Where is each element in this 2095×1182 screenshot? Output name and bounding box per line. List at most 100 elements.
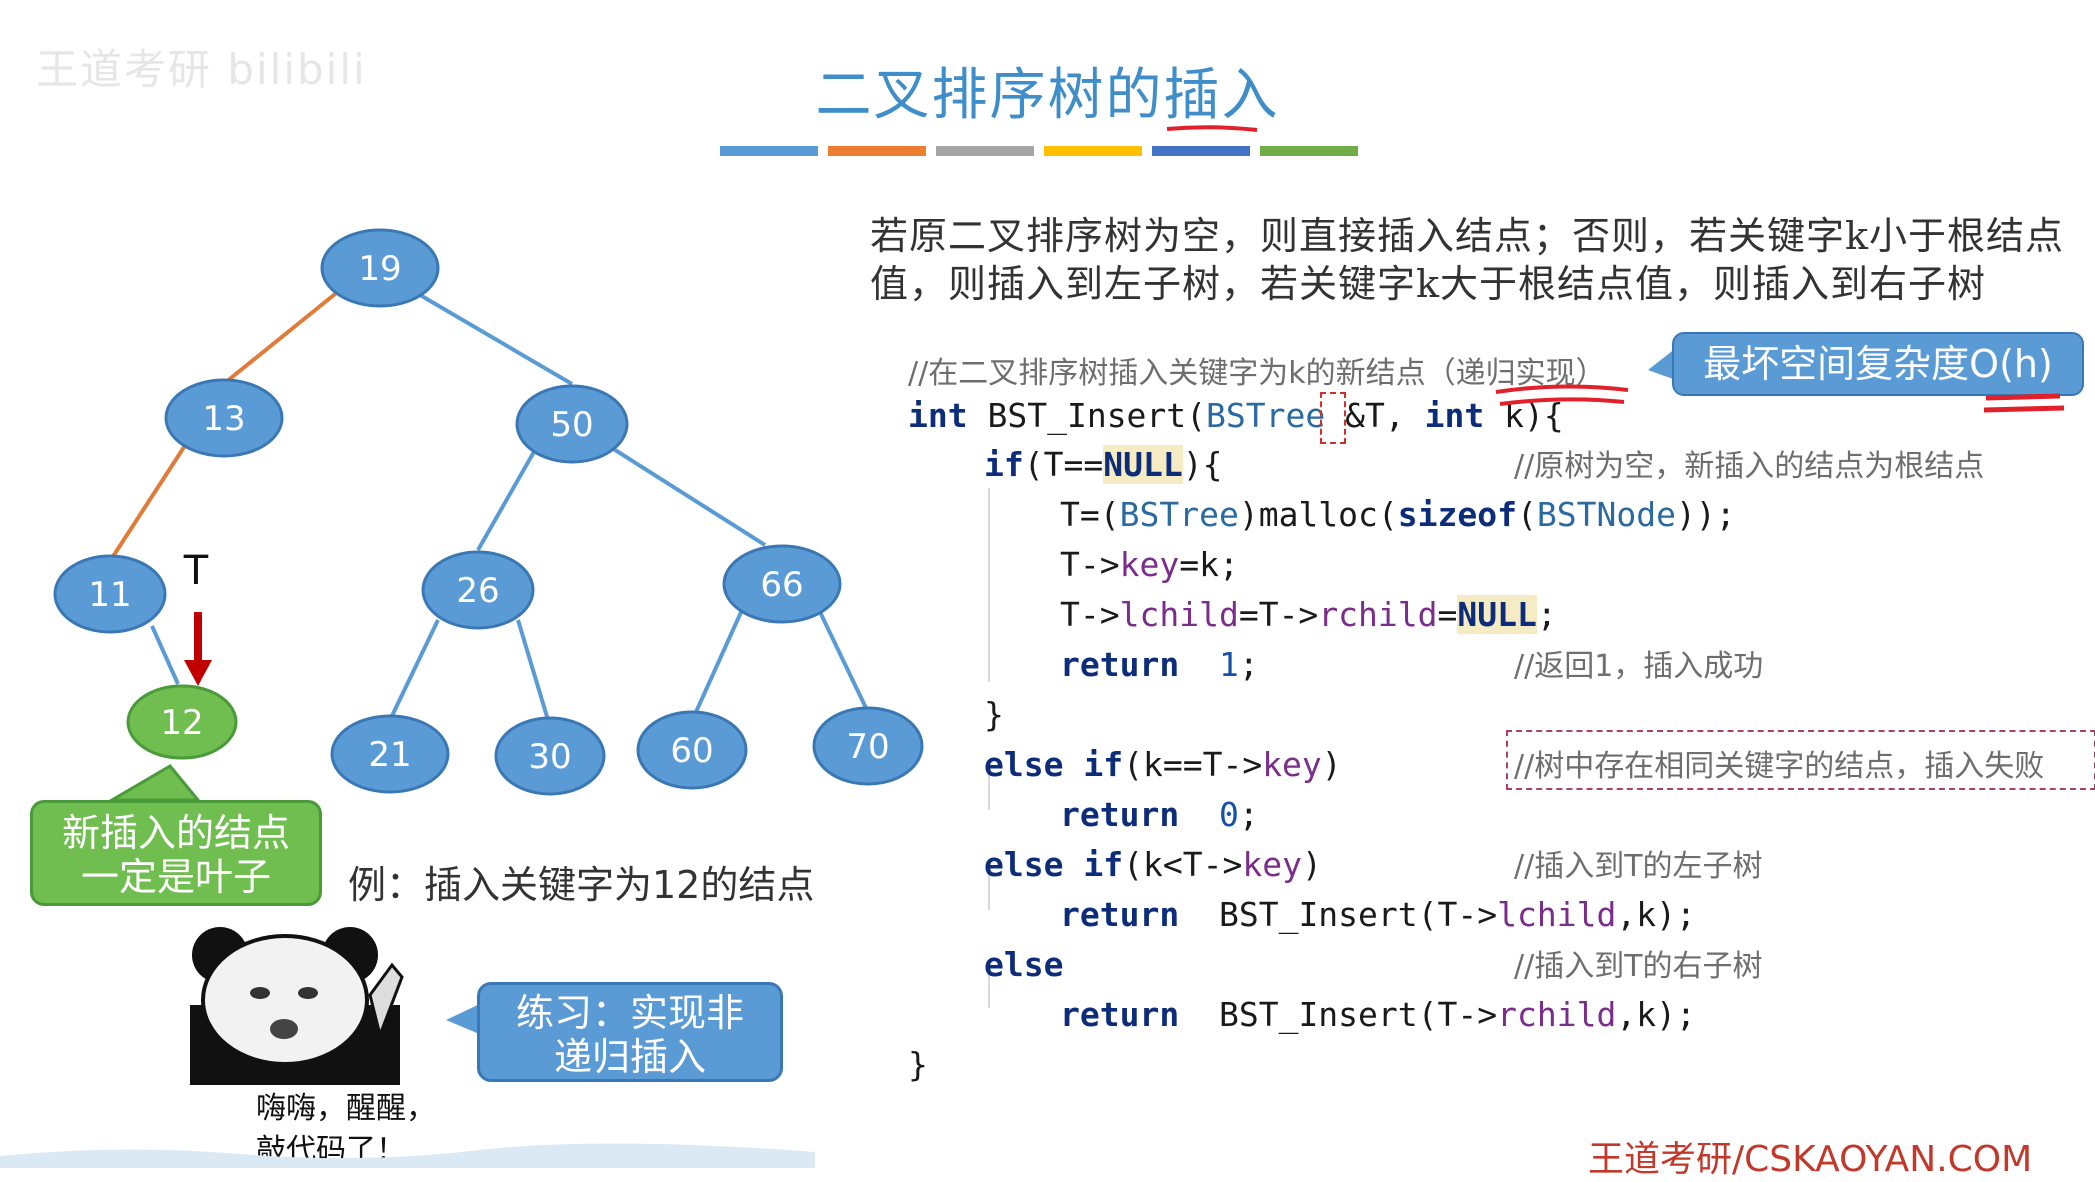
code-type: BSTree xyxy=(1206,396,1326,435)
indent-guide xyxy=(988,862,990,910)
bst-diagram: 19 13 50 11 26 66 12 21 30 60 70 T xyxy=(53,228,924,802)
tree-node xyxy=(320,228,440,308)
code-token: } xyxy=(984,695,1004,734)
example-caption: 例：插入关键字为12的结点 xyxy=(348,863,815,907)
code-keyword: else xyxy=(984,845,1064,884)
indent-guide xyxy=(988,762,990,810)
code-comment: //树中存在相同关键字的结点，插入失败 xyxy=(1514,749,2045,784)
tree-node-label: 70 xyxy=(846,727,889,767)
code-keyword: return xyxy=(1060,895,1180,934)
tree-node xyxy=(164,378,284,458)
code-line: //插入到T的右子树 xyxy=(1514,945,1763,985)
complexity-underline-annotation xyxy=(1983,393,2065,413)
code-field: key xyxy=(1242,845,1302,884)
meme-caption-line: 嗨嗨，醒醒， xyxy=(256,1091,436,1126)
code-field: key xyxy=(1262,745,1322,784)
code-line: return BST_Insert(T->rchild,k); xyxy=(1060,995,1696,1035)
bilibili-watermark: 王道考研 bilibili xyxy=(36,45,367,94)
code-keyword: return xyxy=(1060,795,1180,834)
code-comment: //插入到T的左子树 xyxy=(1514,849,1763,884)
indent-guide xyxy=(988,488,990,682)
tree-node xyxy=(330,714,450,794)
code-number: 0 xyxy=(1218,795,1239,834)
code-line: //在二叉排序树插入关键字为k的新结点（递归实现） xyxy=(908,352,1606,392)
bottom-decoration xyxy=(0,1143,815,1168)
callout-line: 练习：实现非 xyxy=(515,991,744,1035)
code-comment: //插入到T的右子树 xyxy=(1514,949,1763,984)
code-keyword: return xyxy=(1060,645,1180,684)
tree-node-label: 66 xyxy=(760,565,803,605)
code-line: if(T==NULL){ xyxy=(984,445,1222,485)
code-line: //插入到T的左子树 xyxy=(1514,845,1763,885)
new-tree-node xyxy=(126,684,238,760)
tree-node-label: 30 xyxy=(528,737,571,777)
code-line: //返回1，插入成功 xyxy=(1514,645,1763,685)
code-keyword: else xyxy=(984,945,1064,984)
code-number: 1 xyxy=(1218,645,1239,684)
code-token: ; xyxy=(1238,645,1259,684)
code-keyword: sizeof xyxy=(1397,495,1517,534)
tree-edge xyxy=(150,625,180,685)
pointer-label: T xyxy=(183,548,209,594)
accent-bar xyxy=(1260,146,1358,156)
code-field: key xyxy=(1119,545,1180,584)
tree-node xyxy=(722,544,842,624)
code-token: (T== xyxy=(1023,445,1104,484)
code-token: (k<T-> xyxy=(1123,845,1243,884)
code-token: ){ xyxy=(1182,445,1223,484)
code-keyword: if xyxy=(1083,745,1124,784)
code-keyword: NULL xyxy=(1457,595,1537,634)
tree-edge xyxy=(516,619,550,721)
code-keyword: int xyxy=(1424,396,1485,435)
code-type: BSTNode xyxy=(1536,495,1676,534)
tree-node xyxy=(494,716,606,796)
code-field: rchild xyxy=(1497,995,1617,1034)
tree-node xyxy=(515,384,629,464)
tree-edge xyxy=(818,611,868,709)
code-line: else if(k==T->key) xyxy=(984,745,1342,785)
code-line: return 0; xyxy=(1060,795,1259,835)
code-token: =T-> xyxy=(1238,595,1319,634)
code-line: else if(k<T->key) xyxy=(984,845,1322,885)
code-keyword: if xyxy=(1083,845,1124,884)
site-footer: 王道考研/CSKAOYAN.COM xyxy=(1588,1139,2033,1180)
tree-node xyxy=(812,706,924,786)
code-token: BST_Insert(T-> xyxy=(1218,995,1498,1034)
code-line: } xyxy=(908,1045,928,1085)
title-underline-annotation xyxy=(1166,125,1258,132)
code-token: ,k); xyxy=(1616,995,1696,1034)
code-line: return BST_Insert(T->lchild,k); xyxy=(1060,895,1696,935)
code-line: int BST_Insert(BSTree &T, int k){ xyxy=(908,396,1564,435)
code-keyword: NULL xyxy=(1103,445,1183,484)
code-line: T->lchild=T->rchild=NULL; xyxy=(1060,595,1557,635)
code-line: return 1; xyxy=(1060,645,1259,685)
accent-bar xyxy=(720,146,818,156)
tree-node-label: 19 xyxy=(358,249,401,289)
code-token: } xyxy=(908,1045,928,1084)
accent-bars xyxy=(720,146,1358,156)
code-keyword: if xyxy=(984,445,1024,484)
code-line: //原树为空，新插入的结点为根结点 xyxy=(1514,445,1984,485)
accent-bar xyxy=(828,146,926,156)
code-comment: //原树为空，新插入的结点为根结点 xyxy=(1514,449,1985,484)
code-line: else xyxy=(984,945,1063,985)
panda-meme-image xyxy=(190,927,404,1085)
code-token: ) xyxy=(1321,745,1342,784)
code-token: ,k); xyxy=(1616,895,1696,934)
recursion-underline-annotation xyxy=(1495,384,1629,406)
practice-callout: 练习：实现非 递归插入 xyxy=(477,982,783,1082)
tree-edge xyxy=(476,449,537,551)
code-token: ) xyxy=(1301,845,1322,884)
tree-node-label: 12 xyxy=(160,703,203,743)
code-line: //树中存在相同关键字的结点，插入失败 xyxy=(1514,745,2044,785)
space-complexity-callout: 最坏空间复杂度O(h) xyxy=(1672,332,2084,396)
code-token: BST_Insert xyxy=(987,396,1187,435)
tree-edge xyxy=(388,619,440,721)
callout-line: 递归插入 xyxy=(553,1035,706,1079)
callout-line: 一定是叶子 xyxy=(80,855,271,899)
code-token: (k==T-> xyxy=(1123,745,1263,784)
tree-node-label: 13 xyxy=(202,399,245,439)
code-token: T=( xyxy=(1060,495,1120,534)
tree-edge xyxy=(694,609,744,713)
bubble-pointer xyxy=(106,764,202,802)
